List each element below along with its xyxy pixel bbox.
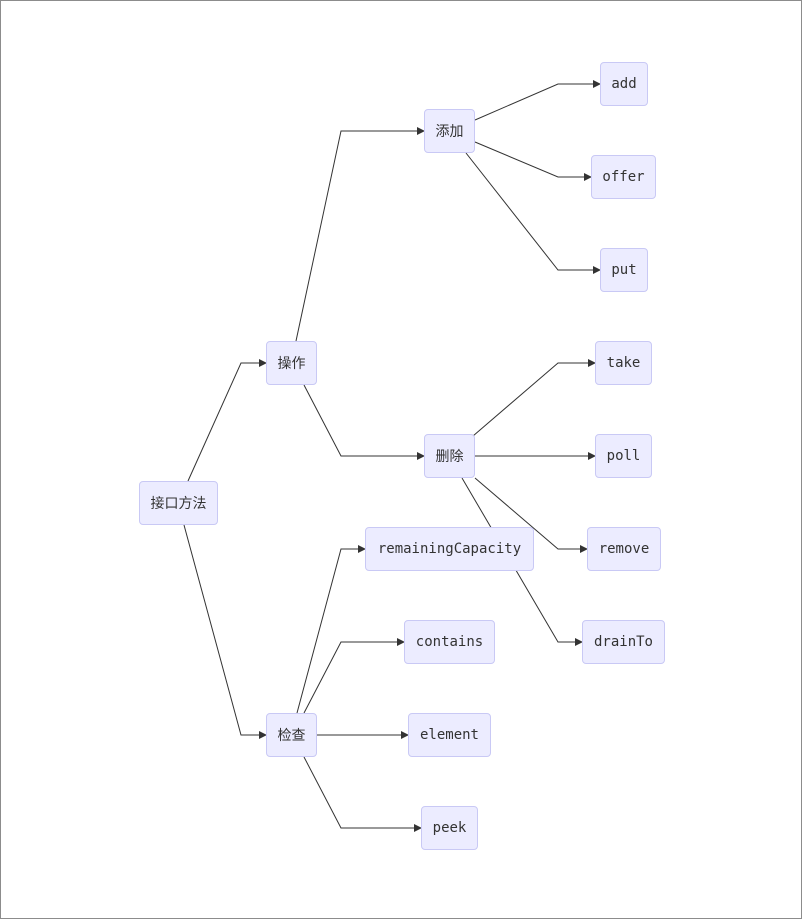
edge-op-add-group [295, 127, 425, 342]
edge-add-group-put [465, 152, 601, 274]
node-offer: offer [591, 155, 656, 199]
node-poll: poll [595, 434, 652, 478]
edge-root-op [187, 359, 267, 482]
edge-check-peek [303, 756, 422, 832]
node-element: element [408, 713, 491, 757]
node-add: add [600, 62, 648, 106]
edge-add-group-add [474, 80, 601, 121]
node-contains: contains [404, 620, 495, 664]
edge-root-check [183, 524, 267, 739]
node-drainto: drainTo [582, 620, 665, 664]
node-peek: peek [421, 806, 478, 850]
edge-del-group-remove [474, 477, 588, 553]
node-put: put [600, 248, 648, 292]
node-add-group: 添加 [424, 109, 475, 153]
node-operations: 操作 [266, 341, 317, 385]
edge-check-remaining [296, 545, 366, 714]
edge-op-del-group [303, 384, 425, 460]
edge-add-group-offer [474, 141, 592, 181]
node-interface-methods: 接口方法 [139, 481, 218, 525]
edge-check-contains [303, 638, 405, 714]
node-check: 检查 [266, 713, 317, 757]
edge-del-group-take [472, 359, 596, 437]
node-remove: remove [587, 527, 661, 571]
node-delete-group: 删除 [424, 434, 475, 478]
node-remaining-capacity: remainingCapacity [365, 527, 534, 571]
node-take: take [595, 341, 652, 385]
